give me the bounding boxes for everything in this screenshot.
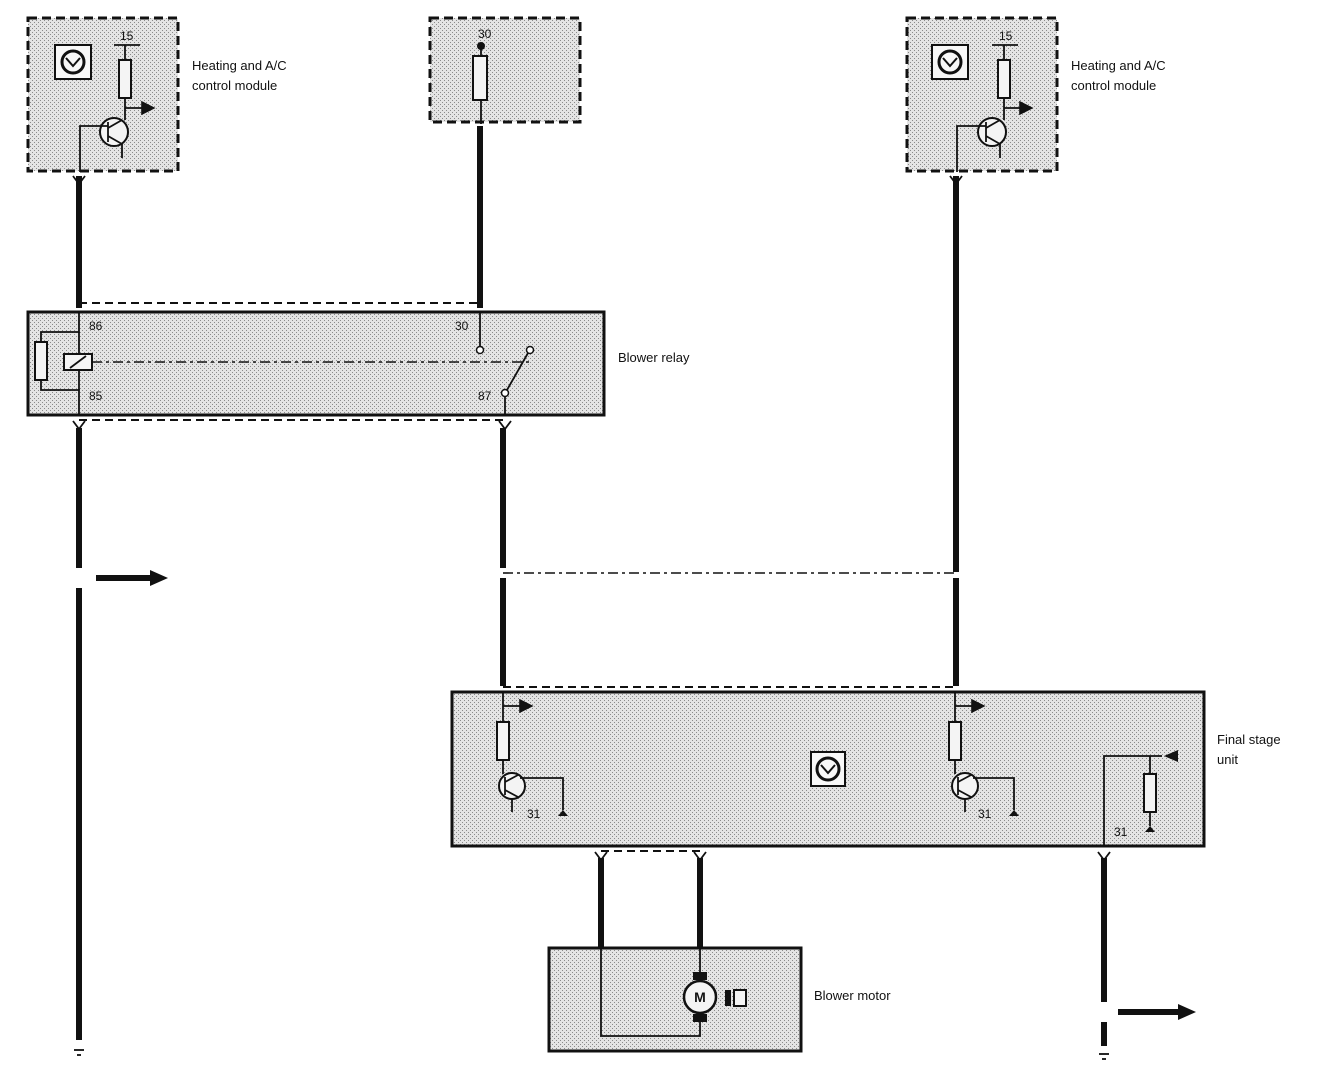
- relay-switch-icon: [500, 345, 535, 398]
- relay-coil-icon: [63, 353, 93, 371]
- capacitor-icon: [725, 989, 747, 1007]
- wires-lower: [594, 850, 1196, 1060]
- transistor-icon: [951, 772, 979, 800]
- blower-motor-label: Blower motor: [814, 988, 891, 1003]
- transistor-icon: [498, 772, 526, 800]
- motor-symbol-text: M: [694, 989, 706, 1005]
- ground-icon: [74, 1049, 84, 1056]
- motor-icon: M: [682, 972, 718, 1022]
- arrow-left-icon: [1164, 750, 1178, 762]
- arrow-right-icon: [1178, 1004, 1196, 1020]
- control-module-icon: [810, 751, 846, 787]
- pin-30-fuse: 30: [478, 27, 492, 41]
- blower-motor: M Blower motor: [547, 946, 891, 1053]
- resistor-icon: [997, 59, 1011, 99]
- resistor-icon: [948, 721, 962, 761]
- wires-middle: [72, 419, 959, 1056]
- fuse-icon: [472, 55, 488, 101]
- ground-icon: [558, 810, 568, 816]
- pin-31-fsu-left: 31: [527, 807, 541, 821]
- wires-upper: [72, 126, 963, 572]
- hac-left-label-2: control module: [192, 78, 277, 93]
- final-stage-label-1: Final stage: [1217, 732, 1281, 747]
- pin-15-right: 15: [999, 29, 1013, 43]
- hac-left-label-1: Heating and A/C: [192, 58, 287, 73]
- hac-module-right: 15 Heating and A/C control module: [905, 16, 1166, 173]
- pin-86: 86: [89, 319, 103, 333]
- resistor-icon: [496, 721, 510, 761]
- control-module-icon: [54, 44, 92, 80]
- pin-15-left: 15: [120, 29, 134, 43]
- blower-relay: 86 85 30 87 Blower relay: [26, 310, 690, 417]
- relay-diode-icon: [34, 341, 48, 381]
- pin-31-fsu-right: 31: [1114, 825, 1128, 839]
- final-stage-label-2: unit: [1217, 752, 1238, 767]
- pin-31-fsu-mid: 31: [978, 807, 992, 821]
- hac-right-label-1: Heating and A/C: [1071, 58, 1166, 73]
- pin-87: 87: [478, 389, 492, 403]
- ground-icon: [1145, 826, 1155, 832]
- hac-module-left: 15 Heating and A/C control module: [26, 16, 287, 173]
- control-module-icon: [931, 44, 969, 80]
- pin-85: 85: [89, 389, 103, 403]
- blower-relay-label: Blower relay: [618, 350, 690, 365]
- transistor-icon: [977, 117, 1007, 147]
- ground-icon: [1099, 1053, 1109, 1060]
- ground-icon: [1009, 810, 1019, 816]
- transistor-icon: [99, 117, 129, 147]
- pin-30-relay: 30: [455, 319, 469, 333]
- resistor-icon: [118, 59, 132, 99]
- resistor-icon: [1143, 773, 1157, 813]
- fuse-module: 30: [428, 16, 582, 124]
- hac-right-label-2: control module: [1071, 78, 1156, 93]
- final-stage-unit: 31 31 31 Final stage unit: [450, 690, 1281, 848]
- arrow-right-icon: [150, 570, 168, 586]
